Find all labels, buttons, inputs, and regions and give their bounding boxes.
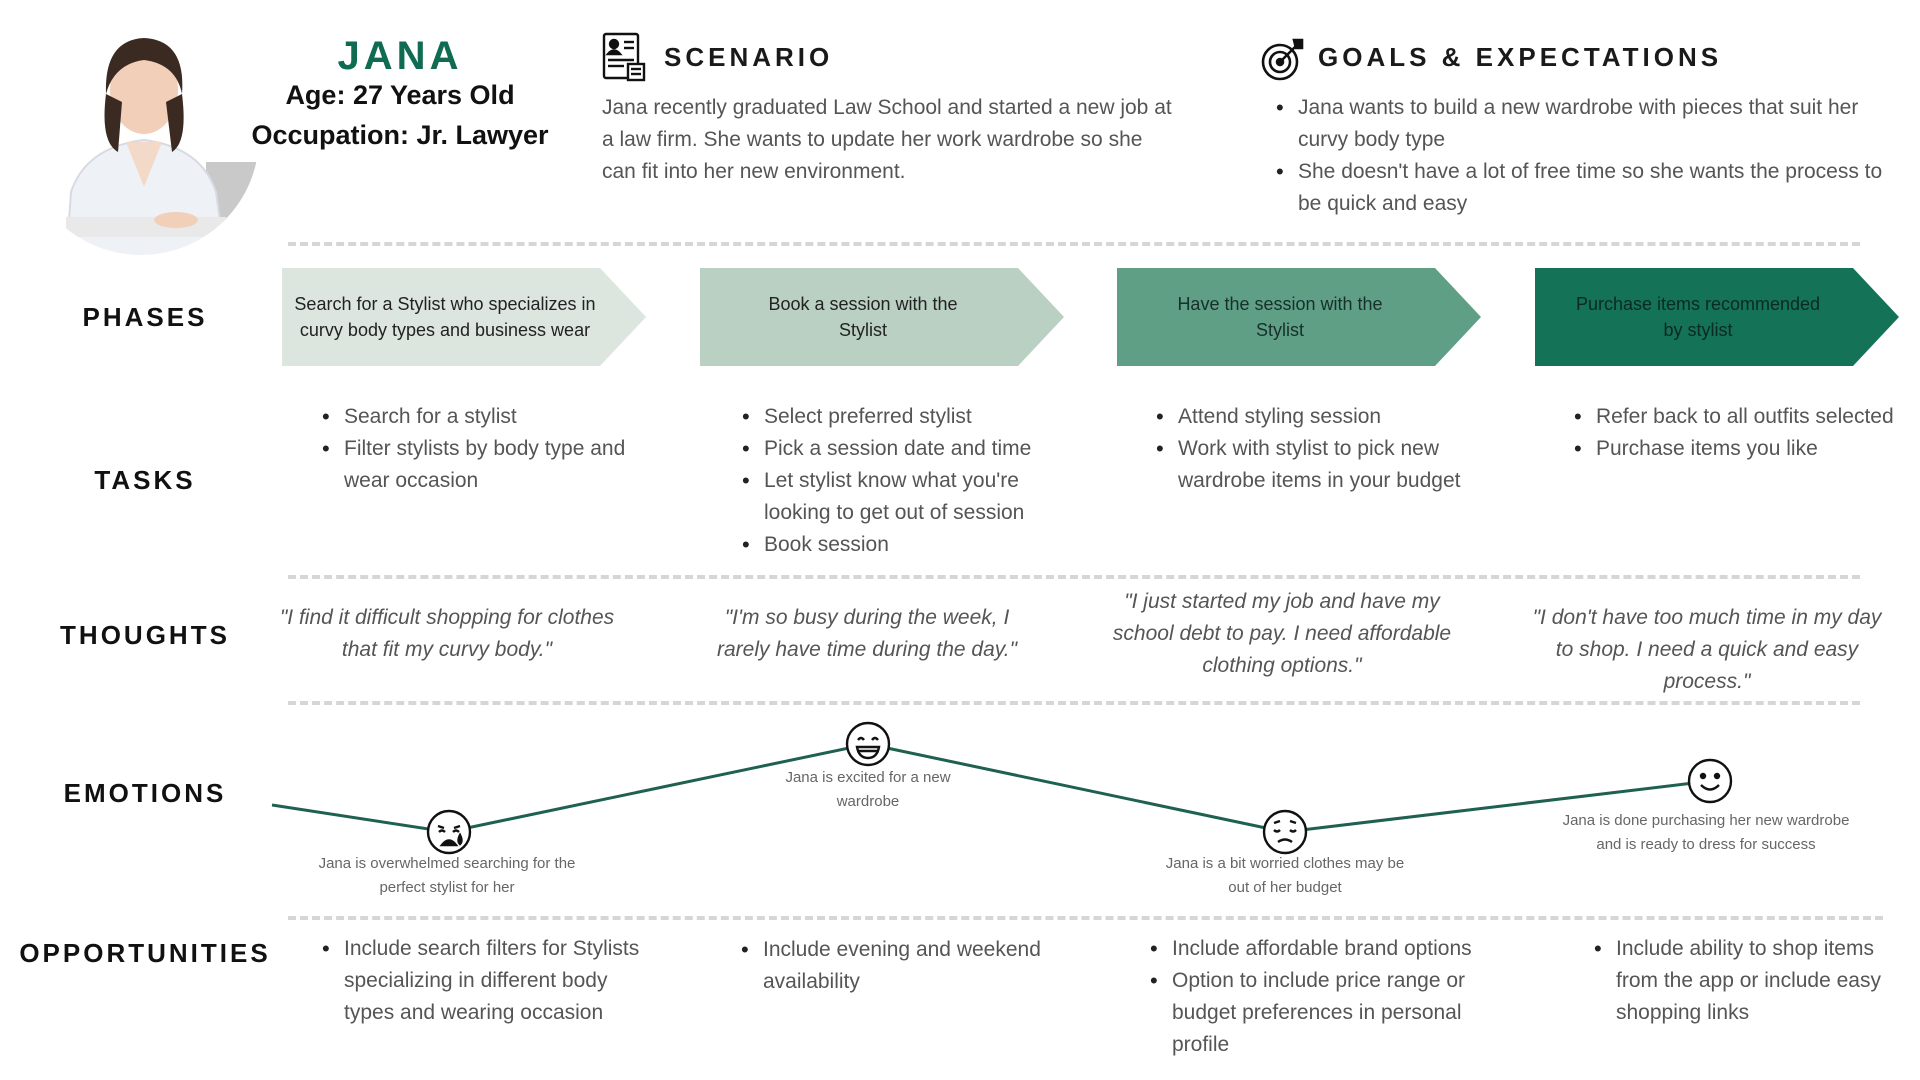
- document-id-icon: [602, 32, 646, 82]
- row-label-phases: PHASES: [82, 302, 208, 332]
- opportunity-list: Include evening and weekend availability: [741, 934, 1063, 998]
- persona-avatar: [26, 12, 266, 264]
- emotion-caption: Jana is done purchasing her new wardrobe…: [1562, 812, 1850, 853]
- opportunity-item: Include ability to shop items from the a…: [1594, 933, 1906, 1029]
- opportunity-item: Include affordable brand options: [1150, 933, 1482, 965]
- divider: [288, 916, 1883, 920]
- phase-label: Search for a Stylist who specializes in …: [294, 294, 596, 340]
- goals-list: Jana wants to build a new wardrobe with …: [1276, 92, 1898, 220]
- row-label-thoughts: THOUGHTS: [60, 620, 230, 650]
- emotion-caption: Jana is overwhelmed searching for the pe…: [318, 855, 576, 896]
- emotion-caption: Jana is excited for a new wardrobe: [785, 769, 951, 810]
- divider: [288, 575, 1860, 579]
- task-item: Work with stylist to pick new wardrobe i…: [1156, 433, 1478, 497]
- task-item: Let stylist know what you're looking to …: [742, 465, 1054, 529]
- divider: [288, 701, 1860, 705]
- row-label-opportunities: OPPORTUNITIES: [19, 938, 271, 968]
- goal-item: She doesn't have a lot of free time so s…: [1276, 156, 1898, 220]
- row-label-emotions: EMOTIONS: [63, 778, 227, 808]
- task-item: Purchase items you like: [1574, 433, 1916, 465]
- goal-item: Jana wants to build a new wardrobe with …: [1276, 92, 1898, 156]
- scenario-title: SCENARIO: [664, 42, 834, 72]
- task-list: Search for a stylist Filter stylists by …: [322, 401, 644, 497]
- row-label-tasks: TASKS: [94, 465, 196, 495]
- opportunity-list: Include ability to shop items from the a…: [1594, 933, 1906, 1029]
- scenario-text: Jana recently graduated Law School and s…: [602, 96, 1172, 183]
- persona-name: JANA: [337, 34, 463, 78]
- worried-face-icon: [1261, 808, 1309, 856]
- phase-chevron: Have the session with the Stylist: [1117, 268, 1485, 366]
- task-item: Filter stylists by body type and wear oc…: [322, 433, 644, 497]
- phase-label: Book a session with the Stylist: [768, 294, 958, 340]
- crying-face-icon: [425, 808, 473, 856]
- thought-quote: "I just started my job and have my schoo…: [1112, 590, 1452, 677]
- task-item: Pick a session date and time: [742, 433, 1054, 465]
- phase-chevron: Search for a Stylist who specializes in …: [282, 268, 650, 366]
- phase-chevron: Book a session with the Stylist: [700, 268, 1068, 366]
- task-list: Attend styling session Work with stylist…: [1156, 401, 1478, 497]
- phase-label: Have the session with the Stylist: [1177, 294, 1383, 340]
- thought-quote: "I don't have too much time in my day to…: [1532, 606, 1882, 693]
- opportunity-item: Option to include price range or budget …: [1150, 965, 1482, 1061]
- opportunity-item: Include search filters for Stylists spec…: [322, 933, 644, 1029]
- phase-chevron: Purchase items recommended by stylist: [1535, 268, 1903, 366]
- emotion-caption: Jana is a bit worried clothes may be out…: [1165, 855, 1405, 896]
- task-item: Book session: [742, 529, 1054, 561]
- task-item: Search for a stylist: [322, 401, 644, 433]
- smiling-face-icon: [1686, 757, 1734, 805]
- task-item: Attend styling session: [1156, 401, 1478, 433]
- task-list: Select preferred stylist Pick a session …: [742, 401, 1054, 561]
- task-item: Refer back to all outfits selected: [1574, 401, 1916, 433]
- persona-occupation: Occupation: Jr. Lawyer: [251, 120, 549, 150]
- thought-quote: "I'm so busy during the week, I rarely h…: [716, 606, 1018, 661]
- task-list: Refer back to all outfits selected Purch…: [1574, 401, 1916, 465]
- divider: [288, 242, 1860, 246]
- thought-quote: "I find it difficult shopping for clothe…: [279, 606, 615, 661]
- laughing-face-icon: [844, 720, 892, 768]
- goals-title: GOALS & EXPECTATIONS: [1318, 42, 1723, 72]
- opportunity-list: Include search filters for Stylists spec…: [322, 933, 644, 1029]
- phase-label: Purchase items recommended by stylist: [1575, 294, 1821, 340]
- opportunity-list: Include affordable brand options Option …: [1150, 933, 1482, 1061]
- persona-age: Age: 27 Years Old: [285, 80, 515, 110]
- task-item: Select preferred stylist: [742, 401, 1054, 433]
- opportunity-item: Include evening and weekend availability: [741, 934, 1063, 998]
- target-icon: [1260, 36, 1306, 82]
